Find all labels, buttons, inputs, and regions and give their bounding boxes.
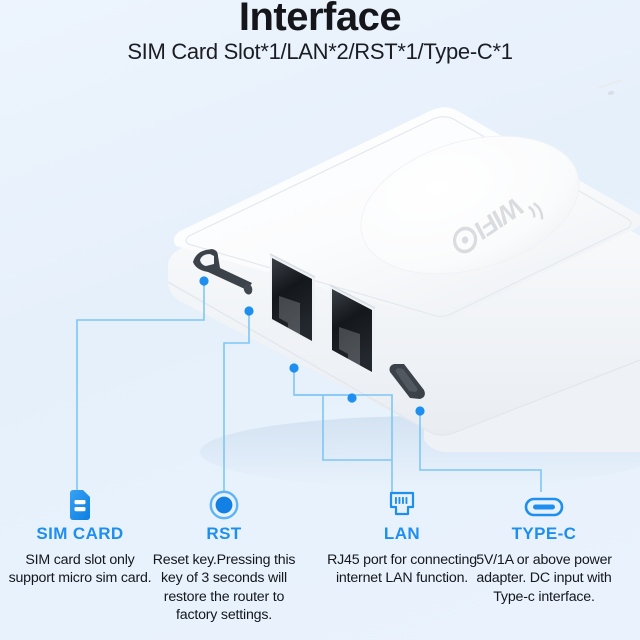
callout-label: TYPE-C xyxy=(511,524,577,543)
callout-description: Reset key.Pressing this key of 3 seconds… xyxy=(152,552,296,624)
rj45-port-1 xyxy=(269,253,316,345)
callout-description: RJ45 port for connecting internet LAN fu… xyxy=(327,552,477,587)
rj45-port-icon xyxy=(326,486,478,520)
sim-card-icon xyxy=(4,486,156,520)
sim-card-slot xyxy=(193,249,252,290)
reset-button-icon xyxy=(148,486,300,520)
callout-sim-card: SIM CARD SIM card slot only support micr… xyxy=(4,486,156,588)
callout-type-c: TYPE-C 5V/1A or above power adapter. DC … xyxy=(468,486,620,606)
usb-type-c-port xyxy=(389,364,425,399)
callout-description: SIM card slot only support micro sim car… xyxy=(8,552,152,587)
rj45-port-2 xyxy=(329,284,376,376)
callout-label: SIM CARD xyxy=(36,524,124,543)
router-device-image: WIFI xyxy=(167,79,640,488)
callout-label: LAN xyxy=(383,524,421,543)
led-indicator xyxy=(607,90,615,96)
callout-description: 5V/1A or above power adapter. DC input w… xyxy=(476,552,612,605)
callout-lan: LAN RJ45 port for connecting internet LA… xyxy=(326,486,478,588)
callout-label: RST xyxy=(206,524,242,543)
page-subtitle: SIM Card Slot*1/LAN*2/RST*1/Type-C*1 xyxy=(127,39,513,64)
callout-rst: RST Reset key.Pressing this key of 3 sec… xyxy=(148,486,300,625)
usb-type-c-icon xyxy=(468,486,620,520)
page-title: Interface xyxy=(238,0,402,39)
reset-pinhole xyxy=(243,283,253,295)
